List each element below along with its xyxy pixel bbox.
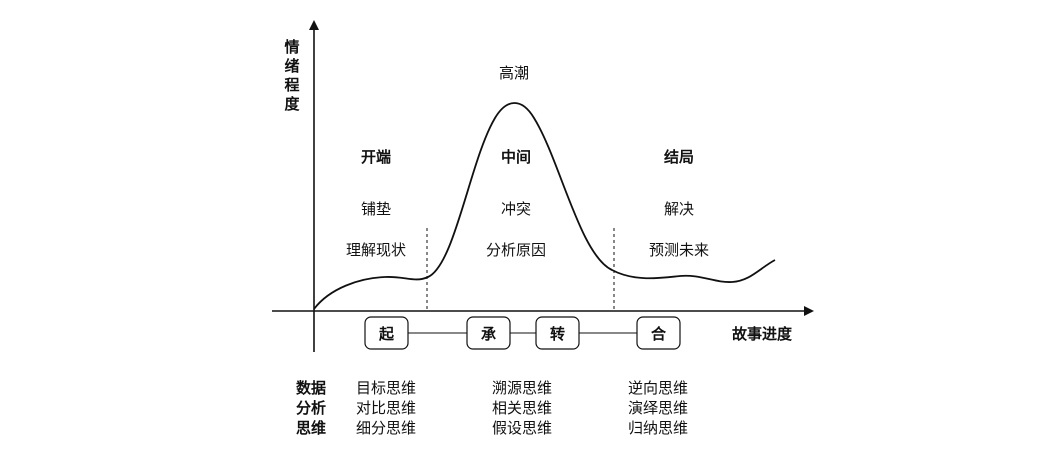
thinking-item: 演绎思维 xyxy=(628,399,688,417)
y-axis-label-char: 度 xyxy=(284,95,300,113)
thinking-title-line: 数据 xyxy=(296,379,326,397)
stage-box-zhuan xyxy=(535,316,580,350)
stage-label-qi: 起 xyxy=(378,325,395,343)
section-line-beginning-2: 理解现状 xyxy=(346,241,406,259)
thinking-item: 细分思维 xyxy=(356,419,416,437)
section-line-ending-1: 解决 xyxy=(664,200,694,218)
thinking-item: 逆向思维 xyxy=(628,379,688,397)
thinking-item: 目标思维 xyxy=(356,379,416,397)
emotion-curve xyxy=(313,102,776,310)
peak-label: 高潮 xyxy=(499,64,529,82)
y-axis-label-char: 绪 xyxy=(284,57,299,75)
section-line-beginning-1: 铺垫 xyxy=(361,200,391,218)
y-axis-label-char: 程 xyxy=(284,76,299,94)
stage-label-he: 合 xyxy=(650,325,667,343)
x-axis-label: 故事进度 xyxy=(732,325,793,343)
section-line-middle-2: 分析原因 xyxy=(486,241,546,259)
stage-box-he xyxy=(636,316,681,350)
stage-label-zhuan: 转 xyxy=(550,325,565,343)
y-axis-label-char: 情 xyxy=(284,38,299,56)
section-line-ending-2: 预测未来 xyxy=(649,241,709,259)
thinking-item: 假设思维 xyxy=(492,419,552,437)
thinking-item: 归纳思维 xyxy=(628,419,688,437)
stage-box-cheng xyxy=(466,316,511,350)
section-title-ending: 结局 xyxy=(664,148,694,166)
thinking-item: 对比思维 xyxy=(356,399,416,417)
thinking-item: 相关思维 xyxy=(492,399,552,417)
thinking-title-line: 分析 xyxy=(296,399,326,417)
section-title-beginning: 开端 xyxy=(361,148,391,166)
thinking-title-line: 思维 xyxy=(296,419,326,437)
stage-box-qi xyxy=(364,316,409,350)
thinking-item: 溯源思维 xyxy=(492,379,552,397)
section-line-middle-1: 冲突 xyxy=(501,200,531,218)
stage-label-cheng: 承 xyxy=(481,325,496,343)
section-title-middle: 中间 xyxy=(501,148,531,166)
